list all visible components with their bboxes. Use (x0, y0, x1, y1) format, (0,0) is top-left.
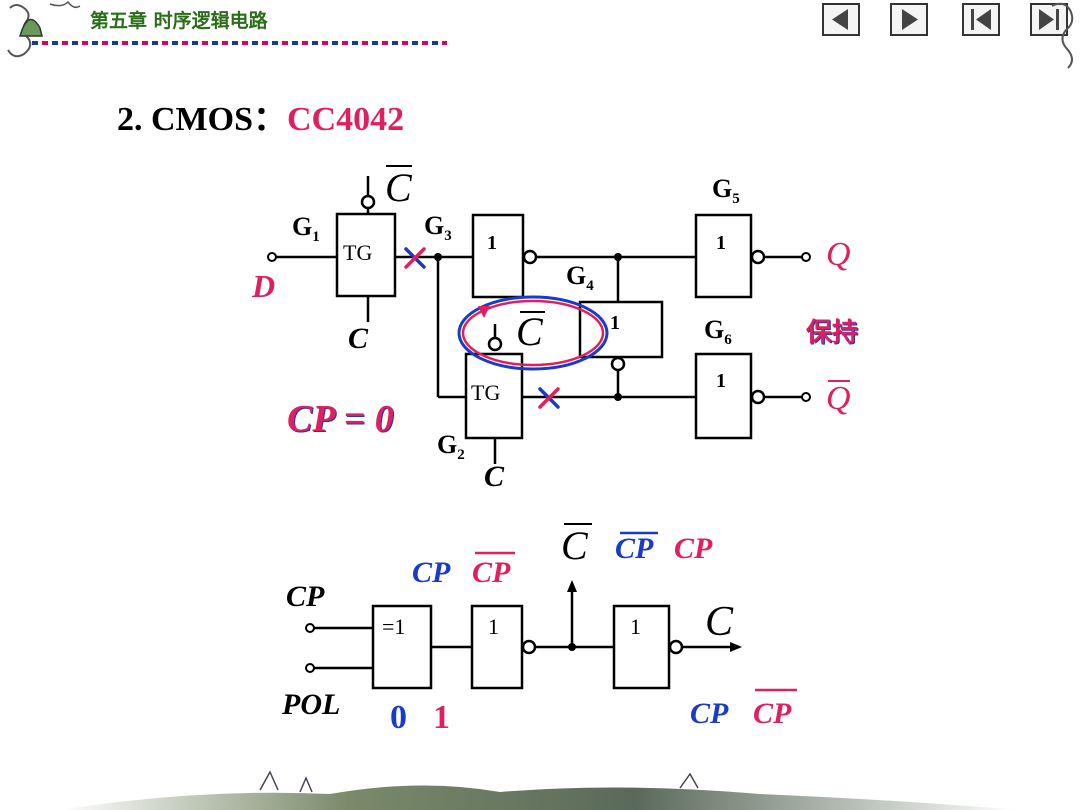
slide-title: 2. CMOS：CC4042 (117, 91, 404, 140)
next-page-button[interactable] (890, 3, 928, 36)
tg1-c-label: C (348, 322, 369, 355)
inv2-text: 1 (630, 614, 641, 639)
cp-state-label: CP = 0 (287, 398, 394, 440)
tg1-text: TG (343, 240, 373, 265)
pol-value-0: 0 (390, 699, 407, 736)
chapter-title: 第五章 时序逻辑电路 (90, 10, 268, 32)
skip-last-icon (1039, 9, 1059, 30)
tg2-c-bar-label: C (516, 309, 543, 354)
inv1-text: 1 (488, 614, 499, 639)
hold-label: 保持 (806, 318, 859, 348)
title-chip-name: CC4042 (287, 101, 405, 138)
g5-inverter-text: 1 (716, 232, 726, 254)
input-pol-label: POL (282, 688, 341, 721)
g6-inverter-text: 1 (716, 370, 726, 392)
pol-value-1: 1 (433, 699, 450, 736)
top-c-bar-label: C (561, 523, 588, 568)
triangle-right-icon (902, 9, 918, 30)
first-page-button[interactable] (962, 3, 1000, 36)
g3-inverter-text: 1 (487, 232, 497, 254)
bottom-cp-bar-label: CP (753, 697, 792, 730)
skip-first-icon (971, 9, 991, 30)
g1-label: G1 (292, 212, 320, 246)
g4-inverter-text: 1 (610, 312, 620, 334)
previous-page-button[interactable] (822, 3, 860, 36)
input-cp-label: CP (286, 580, 325, 613)
input-d-label: D (252, 268, 276, 304)
corner-ornament-icon (1051, 2, 1074, 69)
triangle-left-icon (832, 9, 848, 30)
output-q-label: Q (826, 236, 851, 273)
top-cp-label: CP (674, 532, 713, 565)
tg2-text: TG (471, 380, 501, 405)
tg1-c-bar-label: C (385, 165, 412, 210)
tg2-c-label: C (484, 460, 505, 493)
g5-label: G5 (712, 174, 740, 208)
title-prefix: 2. CMOS： (117, 101, 287, 138)
g6-label: G6 (704, 315, 732, 349)
tg1-box (335, 212, 397, 298)
mid-cp-label: CP (412, 556, 451, 589)
output-c-label: C (705, 599, 734, 645)
top-cp-bar-label: CP (615, 532, 654, 565)
header-divider (32, 41, 447, 45)
g2-label: G2 (437, 430, 465, 464)
g3-label: G3 (424, 211, 452, 245)
xor-gate-text: =1 (382, 614, 406, 639)
header-logo (2, 0, 82, 64)
bell-ornament-icon (7, 0, 81, 58)
g4-label: G4 (566, 261, 594, 295)
last-page-button[interactable] (1030, 3, 1068, 36)
output-q-bar-label: Q (826, 380, 851, 417)
bottom-cp-label: CP (690, 697, 729, 730)
mid-cp-bar-label: CP (472, 556, 511, 589)
footer-landscape-decoration (60, 770, 1020, 810)
